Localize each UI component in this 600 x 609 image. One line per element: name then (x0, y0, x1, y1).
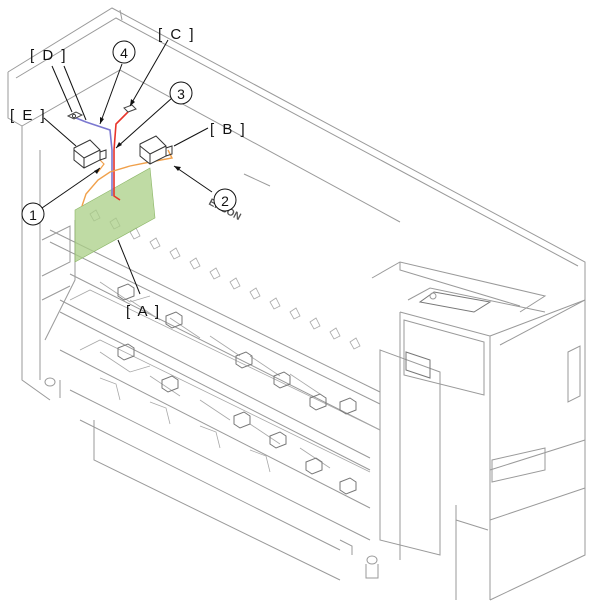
svg-text:4: 4 (120, 45, 128, 61)
cable-blue (75, 117, 113, 196)
connector-d (66, 111, 84, 120)
printer-body: EPSON (7, 7, 586, 601)
callout-3: 3 (169, 81, 193, 105)
label-a: [ A ] (126, 303, 161, 320)
leader-lines (41, 39, 213, 295)
callout-2: 2 (213, 188, 237, 212)
board-a (74, 167, 156, 263)
label-b: [ B ] (210, 121, 247, 138)
cables (75, 111, 174, 207)
sensor-b (139, 135, 173, 165)
callout-4: 4 (112, 40, 136, 64)
callout-1: 1 (21, 202, 45, 226)
sensor-e (73, 139, 107, 169)
label-c: [ C ] (158, 26, 196, 43)
connector-c (123, 104, 137, 113)
label-d: [ D ] (30, 47, 68, 64)
label-e: [ E ] (10, 107, 47, 124)
svg-text:3: 3 (177, 86, 185, 102)
svg-text:1: 1 (29, 207, 37, 223)
cable-orange (81, 149, 174, 207)
svg-text:2: 2 (221, 193, 229, 209)
cable-red (113, 111, 129, 201)
